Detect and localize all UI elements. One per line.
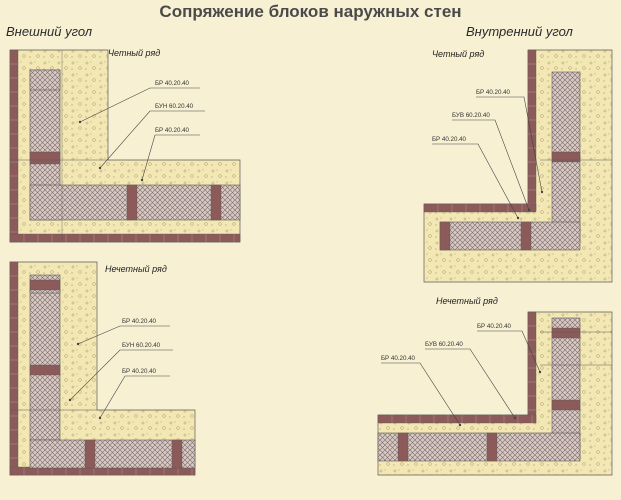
inner-even-label-buv: БУВ 60.20.40: [452, 112, 490, 119]
outer-odd-jumper-vertical-1: [29, 279, 61, 291]
inner-even-leader-3-dot: [516, 216, 520, 220]
inner-odd-leader-1: [477, 330, 541, 373]
inner-even-jumper-2: [520, 221, 532, 251]
outer-even-row-label: Четный ряд: [108, 48, 161, 58]
outer-odd-jumper-1: [84, 439, 96, 469]
inner-odd-facing-vertical: [527, 311, 537, 423]
inner-even-leader-1-dot: [540, 190, 544, 194]
inner-odd-leader-1-dot: [538, 370, 542, 374]
outer-odd-leader-2-dot: [68, 398, 72, 402]
inner-odd-jumper-2: [486, 432, 498, 462]
outer-even-facing-vertical: [9, 49, 19, 243]
inner-odd-jumper-vertical-2: [551, 399, 581, 411]
outer-even-label-br1: БР 40.20.40: [155, 80, 190, 87]
outer-even-leader-1-dot: [78, 120, 82, 124]
outer-even-block-top: [29, 69, 61, 91]
inner-even-block-horizontal: [439, 221, 581, 251]
outer-even-leader-3: [141, 134, 200, 181]
inner-even-leader-3: [432, 143, 519, 219]
inner-odd-leader-2-dot: [513, 416, 517, 420]
outer-odd-label-bun: БУН 60.20.40: [122, 342, 161, 349]
inner-even-label-br1: БР 40.20.40: [476, 89, 511, 96]
outer-even-jumper-2: [210, 184, 222, 221]
outer-odd-leader-3-dot: [98, 416, 102, 420]
inner-even-leader-1: [476, 96, 543, 193]
outer-odd-jumper-2: [171, 439, 183, 469]
inner-even-row-label: Четный ряд: [432, 49, 485, 59]
outer-corner-caption: Внешний угол: [6, 24, 93, 39]
outer-even-label-bun: БУН 60.20.40: [155, 103, 194, 110]
inner-corner-caption: Внутренний угол: [466, 24, 573, 39]
inner-even-jumper-vertical: [551, 151, 581, 163]
page-title: Сопряжение блоков наружных стен: [159, 2, 462, 21]
outer-even-jumper-1: [126, 184, 138, 221]
inner-odd-jumper-vertical-1: [551, 327, 581, 339]
inner-odd-leader-3-dot: [458, 423, 462, 427]
inner-odd-leader-3: [381, 362, 461, 426]
outer-odd-leader-1-dot: [76, 342, 80, 346]
inner-odd-jumper-1: [397, 432, 409, 462]
outer-even-leader-3-dot: [140, 178, 144, 182]
inner-even-facing-vertical: [527, 49, 537, 211]
outer-odd-label-br1: БР 40.20.40: [122, 318, 157, 325]
outer-odd-facing-vertical: [9, 261, 19, 476]
outer-odd-leader-2: [69, 349, 173, 401]
outer-even-facing-horizontal: [9, 233, 241, 243]
outer-odd-row-label: Нечетный ряд: [105, 264, 167, 274]
inner-odd-label-br1: БР 40.20.40: [477, 323, 512, 330]
inner-odd-label-br2: БР 40.20.40: [381, 355, 416, 362]
leaders-layer: [68, 87, 544, 427]
inner-even-label-br2: БР 40.20.40: [432, 136, 467, 143]
outer-odd-block-horizontal: [29, 439, 196, 469]
outer-even-label-br2: БР 40.20.40: [155, 127, 190, 134]
inner-odd-leader-2: [425, 348, 516, 419]
inner-odd-block-horizontal: [377, 432, 581, 462]
outer-even-leader-2: [99, 110, 205, 169]
outer-even-jumper-vertical: [29, 151, 61, 165]
inner-even-jumper-1: [439, 221, 451, 251]
inner-odd-row-label: Нечетный ряд: [436, 296, 498, 306]
inner-even-leader-2-dot: [527, 208, 531, 212]
inner-odd-facing-horizontal: [377, 414, 537, 424]
outer-even-leader-1: [79, 87, 200, 123]
outer-odd-leader-1: [77, 325, 170, 345]
panels-layer: [9, 49, 613, 476]
inner-odd-label-buv: БУВ 60.20.40: [425, 341, 463, 348]
outer-odd-leader-3: [99, 375, 170, 419]
outer-odd-jumper-vertical-2: [29, 364, 61, 376]
outer-even-leader-2-dot: [98, 166, 102, 170]
outer-odd-label-br2: БР 40.20.40: [122, 368, 157, 375]
inner-even-leader-2: [452, 119, 530, 211]
